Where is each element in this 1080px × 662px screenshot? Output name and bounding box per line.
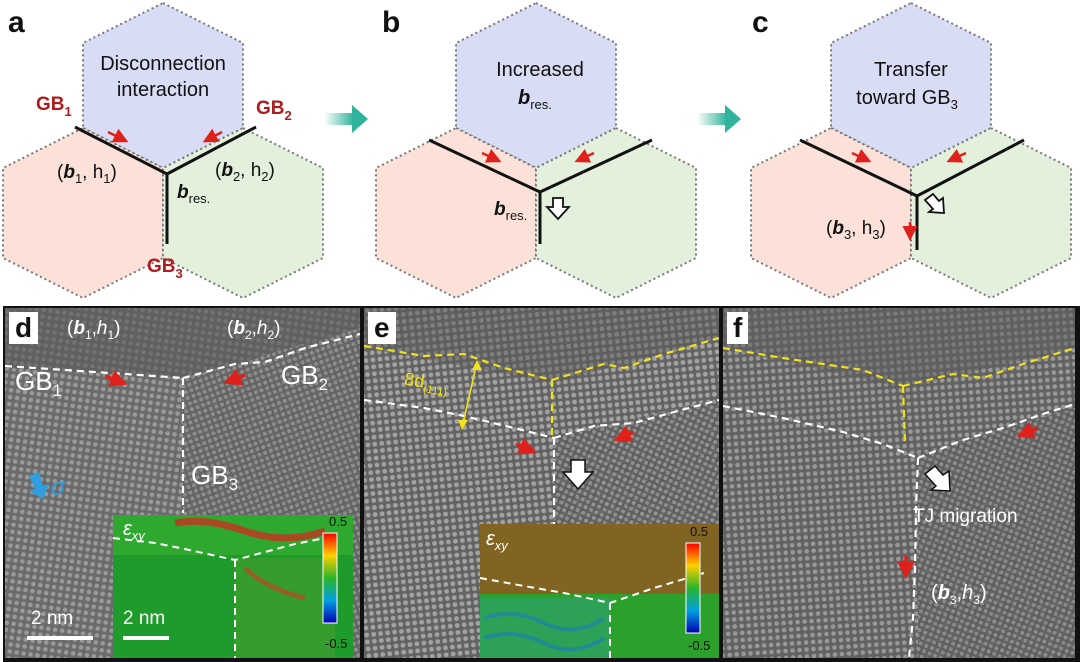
panel-letter-b: b [382,6,401,39]
gb2-line [166,125,257,176]
white-arrow-diag [923,464,951,492]
cbar-max-e: 0.5 [690,524,709,539]
tem-image-d [5,308,360,658]
spacing-arrow [461,361,478,429]
tem-image-f [723,308,1075,658]
schematic-row: Disconnection interaction GB1 GB2 GB3 (b… [2,1,1072,300]
hex-right [535,126,697,300]
label-interaction: interaction [117,79,209,101]
cbar-min-e: -0.5 [688,638,711,653]
tem-panel-f: f TJ migration (b3,h3) [723,308,1075,658]
red-arrow-left [851,148,872,163]
red-arrow-right [946,148,967,163]
hex-top [455,1,617,170]
tem-panel-d: d (b1,h1) (b2,h2) GB1 GB2 GB3 σ εxy 0.5 … [5,308,360,658]
label-bres-top: bres. [518,87,552,112]
teal-arrow-ab [324,105,368,133]
hex-left [750,126,912,300]
panel-b-schematic [375,1,697,300]
b1h1-tem-label: (b1,h1) [67,318,121,342]
hex-top [82,1,244,170]
red-arrow-left [104,370,128,387]
gb1-line [799,138,918,198]
b3h3-label: (b3, h3) [826,218,886,242]
cbar-max-d: 0.5 [329,514,348,529]
yellow-gb2 [551,336,719,382]
hollow-arrow-diag [923,192,945,214]
panel-letter-a: a [8,6,25,39]
scale-inner-label: 2 nm [123,608,166,629]
gb3-tem-label: GB3 [191,460,239,495]
panel-letter-c: c [752,6,769,39]
b1h1-label: (b1, h1) [57,162,117,186]
red-arrow-left [481,148,502,163]
colorbar [322,532,338,624]
label-bres-junction: bres. [494,199,527,223]
sigma-label: σ [51,474,66,501]
panel-letter-f: f [727,312,749,344]
hex-left [2,126,164,300]
hollow-arrow-down [544,197,572,221]
red-arrow-left [107,128,129,143]
b2h2-tem-label: (b2,h2) [227,318,281,342]
b3h3-tem-label: (b3,h3) [931,582,987,607]
panel-letter-e: e [368,312,396,344]
white-gb2 [917,402,1075,460]
label-toward: toward GB3 [856,87,958,112]
yellow-gb1 [723,346,904,388]
gb2-line [916,138,1025,198]
panel-a-schematic [2,1,324,300]
yellow-gb3 [901,385,907,445]
yellow-gb1 [364,344,553,382]
b2h2-label: (b2, h2) [215,160,275,184]
red-arrow-right [613,425,635,442]
gb1-label: GB1 [36,94,72,119]
gb1-line [428,138,541,194]
tem-image-e [364,308,719,658]
strain-inset-d [112,515,353,658]
red-arrow-right [574,148,595,163]
hex-right [162,126,324,300]
red-arrow-right [202,128,223,143]
white-arrow-down [561,459,595,491]
hex-top [830,1,992,170]
white-gb1 [723,404,919,460]
tj-migration-label: TJ migration [913,506,1018,527]
panel-c-schematic [750,1,1072,300]
label-transfer: Transfer [874,59,948,81]
gb1-line [74,125,168,176]
hex-right [910,126,1072,300]
white-gb2 [553,398,719,440]
strain-inset-e [479,524,719,658]
panel-letter-d: d [9,312,39,344]
gb1-tem-label: GB1 [15,366,63,401]
gb2-trace [182,332,360,380]
strain-label-d: εxy [123,518,145,543]
gb2-label: GB2 [256,98,292,123]
colorbar [685,542,701,634]
teal-arrow-bc [697,105,741,133]
gb2-line [539,138,653,194]
gb3-label: GB3 [147,256,183,281]
sigma-arrow [29,472,49,499]
scale-outer-label: 2 nm [31,608,74,629]
cbar-min-d: -0.5 [325,636,348,651]
red-arrow-right [223,368,246,386]
bres-label: bres. [177,182,210,206]
strain-label-e: εxy [486,528,508,553]
red-arrow-left [515,437,537,454]
tem-panel-e: e 8d(111) εxy 0.5 -0.5 [364,308,719,658]
gb2-tem-label: GB2 [281,360,329,395]
gb1-trace [5,364,184,380]
red-arrow-right [1016,421,1039,439]
label-increased: Increased [496,59,584,81]
white-gb3 [907,457,920,658]
label-disconnection: Disconnection [100,53,226,75]
